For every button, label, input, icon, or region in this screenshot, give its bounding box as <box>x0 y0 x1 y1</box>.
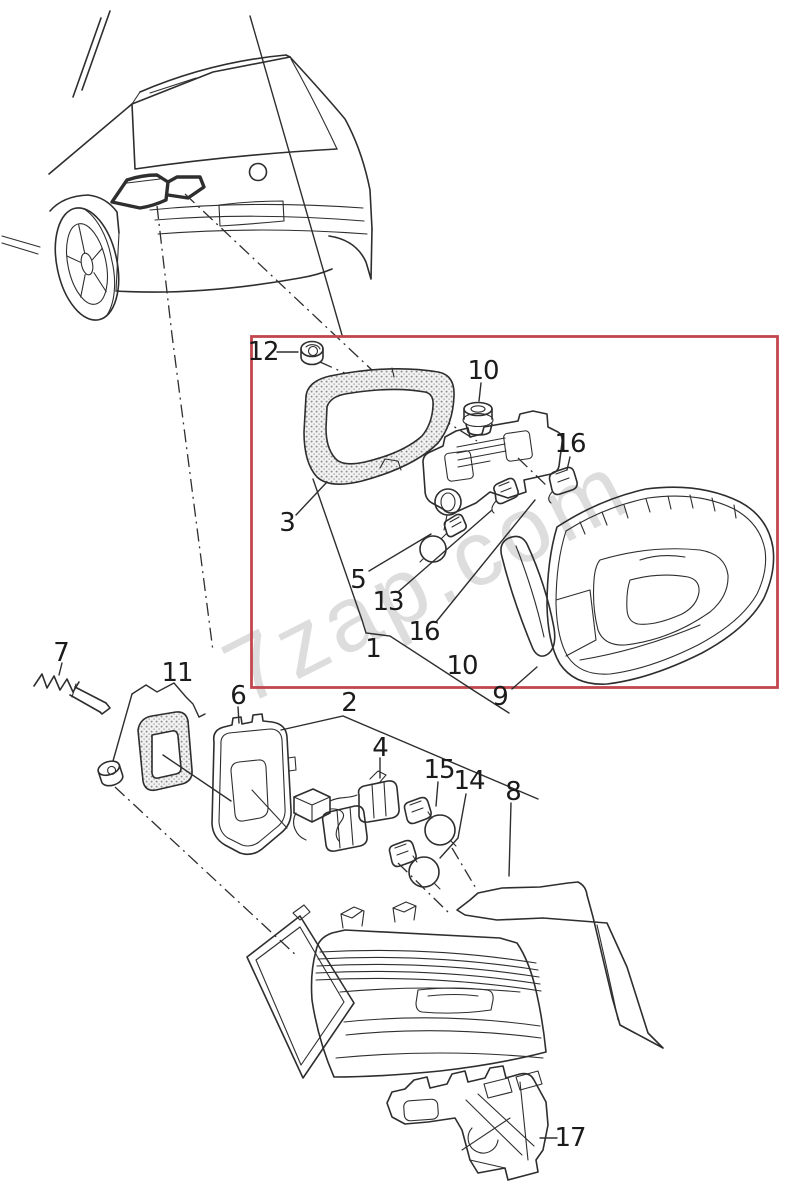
bulb-carrier <box>422 410 563 531</box>
license-plate-recess <box>218 200 285 227</box>
part-callout-13[interactable]: 13 <box>372 587 404 617</box>
part-callout-8[interactable]: 8 <box>505 777 522 807</box>
part-callout-14[interactable]: 14 <box>453 766 485 796</box>
vw-badge <box>248 162 268 182</box>
part-callout-12[interactable]: 12 <box>247 337 279 367</box>
bulb-14 <box>388 839 441 890</box>
part-callout-4[interactable]: 4 <box>372 733 389 763</box>
inner-lamp-group <box>276 340 775 714</box>
part-callout-11[interactable]: 11 <box>161 658 193 688</box>
gasket-outer <box>137 711 193 792</box>
mounting-bracket-17 <box>386 1065 549 1181</box>
car-rear-view <box>1 10 373 321</box>
tail-lamp-outline-right <box>166 175 206 200</box>
grommet <box>97 760 124 787</box>
part-callout-3[interactable]: 3 <box>279 508 296 538</box>
gasket-inner <box>303 367 455 485</box>
part-callout-10-upper[interactable]: 10 <box>467 356 499 386</box>
wiring-harness-4 <box>293 770 400 852</box>
part-callout-10-lower[interactable]: 10 <box>446 651 478 681</box>
screw-7 <box>33 673 111 715</box>
part-callout-7[interactable]: 7 <box>53 638 70 668</box>
part-callout-9[interactable]: 9 <box>492 682 509 712</box>
leader-lines <box>114 15 549 958</box>
nut-part-12 <box>300 340 324 366</box>
corner-trim-8 <box>456 881 664 1049</box>
bulb-16 <box>548 466 578 504</box>
lamp-back-plate <box>246 904 355 1079</box>
part-callout-17[interactable]: 17 <box>554 1123 586 1153</box>
bulb-13 <box>491 477 519 514</box>
cover-6 <box>211 713 297 856</box>
bulb-socket-10 <box>462 401 494 436</box>
outer-lamp-housing <box>310 901 547 1099</box>
part-callout-1[interactable]: 1 <box>365 634 382 664</box>
part-callout-5[interactable]: 5 <box>350 565 367 595</box>
rear-wheel <box>54 207 120 321</box>
inner-lamp-lens <box>546 486 775 685</box>
part-callout-2[interactable]: 2 <box>341 688 358 718</box>
part-callout-6[interactable]: 6 <box>230 681 247 711</box>
bulb-15 <box>403 796 457 847</box>
tail-lamp-outline-left <box>110 173 170 210</box>
part-callout-15[interactable]: 15 <box>423 755 455 785</box>
part-callout-16-lower[interactable]: 16 <box>408 617 440 647</box>
part-callout-16-upper[interactable]: 16 <box>554 429 586 459</box>
outer-lamp-group <box>33 662 664 1181</box>
trim-strip-9 <box>500 535 556 657</box>
